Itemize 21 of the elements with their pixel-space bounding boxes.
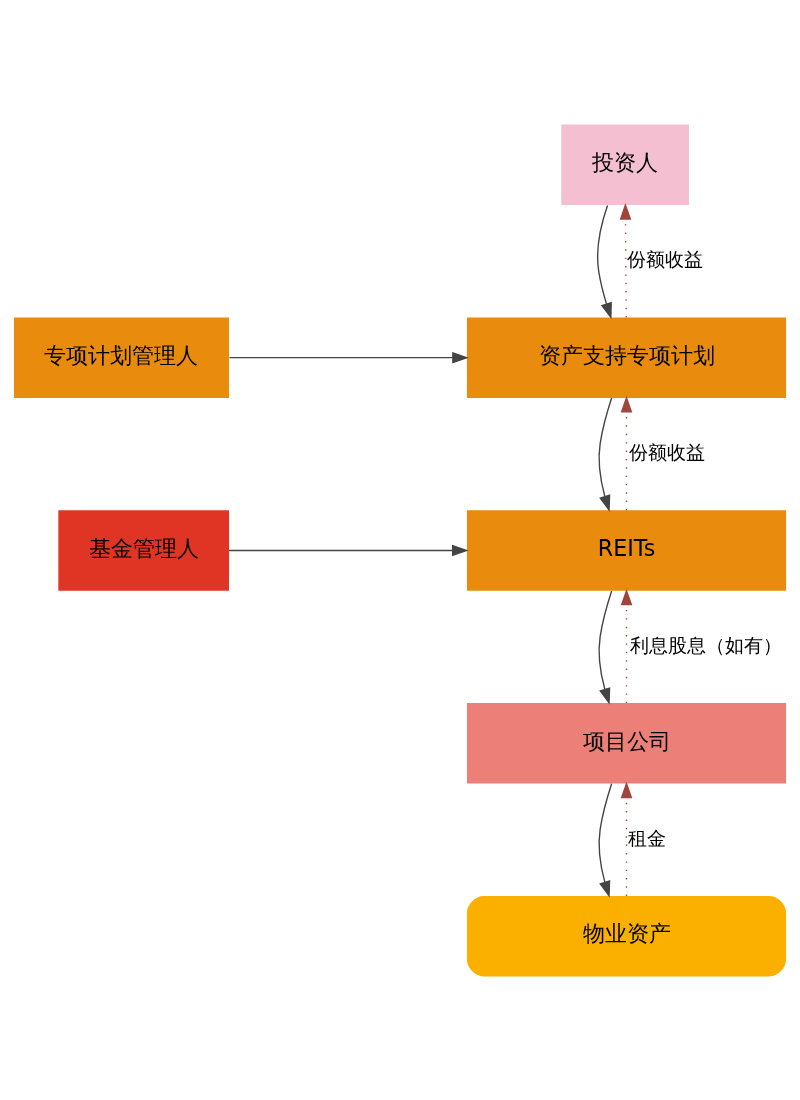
arrow (598, 396, 613, 512)
arrow (596, 204, 612, 319)
arrow (619, 202, 632, 318)
edge-label: 份额收益 (627, 247, 704, 271)
node-box: 物业资产 (466, 895, 787, 976)
node-box: 专项计划管理人 (13, 316, 229, 398)
arrow (620, 588, 633, 704)
node-box: REITs (466, 509, 787, 591)
node-box: 基金管理人 (58, 509, 229, 591)
arrow (228, 544, 469, 556)
arrow (620, 781, 633, 897)
edge-label: 租金 (627, 826, 666, 850)
edge-label: 利息股息（如有） (630, 633, 783, 657)
arrow (598, 589, 613, 705)
node-box: 投资人 (561, 124, 689, 205)
arrow (598, 782, 613, 898)
arrow (228, 351, 469, 363)
node-box: 项目公司 (466, 702, 787, 784)
node-box: 资产支持专项计划 (466, 316, 787, 398)
arrow (620, 395, 633, 511)
edge-label: 份额收益 (628, 440, 705, 464)
